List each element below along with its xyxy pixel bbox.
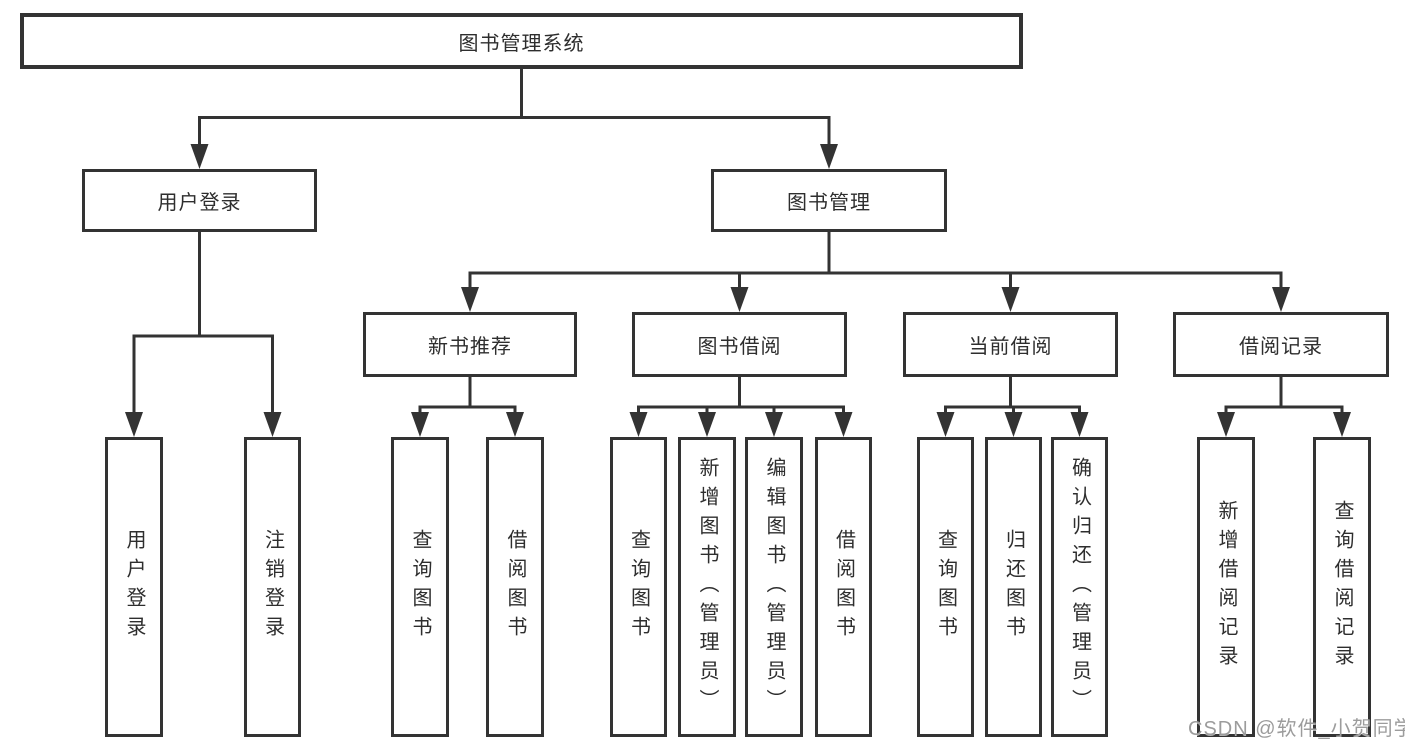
leaf-confirm-return-admin: 确认归还（管理员）: [1051, 437, 1108, 737]
leaf-query-book-recommend: 查询图书: [391, 437, 449, 737]
leaf-query-borrow-record: 查询借阅记录: [1313, 437, 1371, 737]
leaf-query-book-borrow-label: 查询图书: [627, 529, 650, 645]
connector-stems: [132, 69, 1344, 413]
leaf-query-book-current: 查询图书: [917, 437, 974, 737]
node-root: 图书管理系统: [20, 13, 1023, 69]
node-book-management-label: 图书管理: [787, 192, 871, 214]
node-book-borrow: 图书借阅: [632, 312, 847, 377]
node-book-management: 图书管理: [711, 169, 947, 232]
leaf-add-book-admin: 新增图书（管理员）: [678, 437, 736, 737]
node-borrow-records: 借阅记录: [1173, 312, 1389, 377]
node-new-book-recommend: 新书推荐: [363, 312, 577, 377]
leaf-edit-book-admin-label: 编辑图书（管理员）: [763, 456, 785, 718]
leaf-query-book-current-label: 查询图书: [934, 529, 957, 645]
node-borrow-records-label: 借阅记录: [1239, 336, 1323, 358]
leaf-borrow-book-recommend: 借阅图书: [486, 437, 544, 737]
node-root-label: 图书管理系统: [458, 32, 585, 55]
leaf-borrow-book: 借阅图书: [815, 437, 872, 737]
leaf-user-login: 用户登录: [105, 437, 163, 737]
leaf-add-borrow-record: 新增借阅记录: [1197, 437, 1255, 737]
leaf-logout: 注销登录: [244, 437, 301, 737]
leaf-query-borrow-record-label: 查询借阅记录: [1331, 500, 1353, 674]
leaf-edit-book-admin: 编辑图书（管理员）: [745, 437, 803, 737]
leaf-borrow-book-label: 借阅图书: [832, 529, 855, 645]
leaf-add-borrow-record-label: 新增借阅记录: [1215, 500, 1237, 674]
connector-arrowheads: [125, 144, 1351, 437]
leaf-query-book-recommend-label: 查询图书: [409, 529, 431, 645]
node-user-login-label: 用户登录: [157, 192, 242, 214]
node-book-borrow-label: 图书借阅: [697, 336, 782, 358]
node-new-book-recommend-label: 新书推荐: [428, 336, 512, 358]
node-user-login: 用户登录: [82, 169, 317, 232]
node-current-borrow: 当前借阅: [903, 312, 1118, 377]
leaf-user-login-label: 用户登录: [123, 529, 145, 645]
leaf-confirm-return-admin-label: 确认归还（管理员）: [1068, 456, 1091, 718]
leaf-add-book-admin-label: 新增图书（管理员）: [696, 456, 718, 718]
watermark: CSDN @软件_小贺同学: [1188, 718, 1405, 740]
leaf-return-book: 归还图书: [985, 437, 1042, 737]
leaf-logout-label: 注销登录: [261, 529, 284, 645]
leaf-query-book-borrow: 查询图书: [610, 437, 667, 737]
node-current-borrow-label: 当前借阅: [968, 336, 1053, 358]
leaf-return-book-label: 归还图书: [1002, 529, 1025, 645]
leaf-borrow-book-recommend-label: 借阅图书: [504, 529, 526, 645]
